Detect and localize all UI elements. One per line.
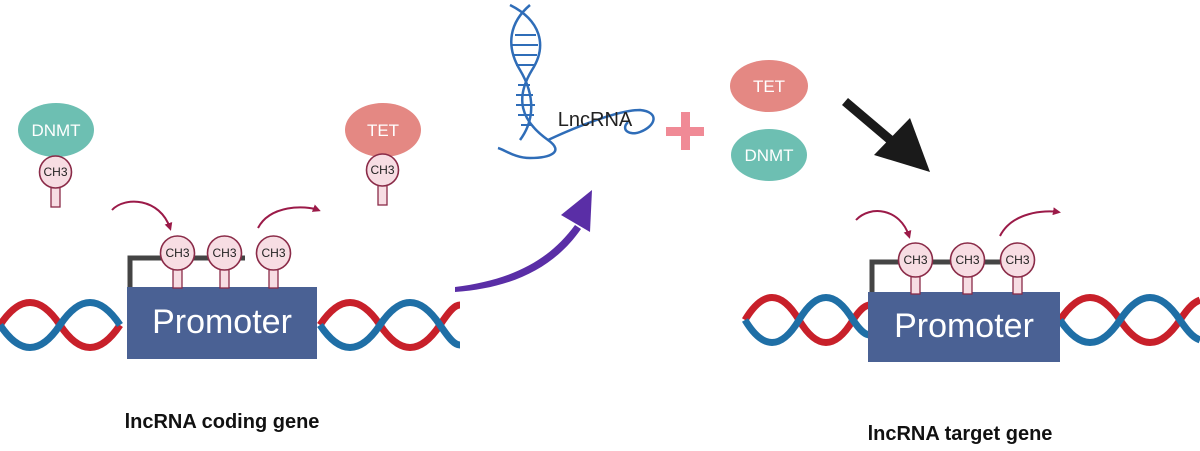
ch3-label: CH3 (370, 163, 394, 177)
tet-label: TET (367, 121, 399, 140)
right-ch3-tag-1: CH3 (897, 242, 934, 295)
tet-label: TET (753, 77, 785, 96)
middle-dnmt-enzyme: DNMT (731, 129, 807, 181)
ch3-label: CH3 (212, 246, 236, 260)
lncrna-molecule: LncRNA (497, 3, 655, 160)
caption-right: lncRNA target gene (868, 423, 1053, 445)
left-curved-arrow-in (111, 200, 173, 231)
left-dnmt-enzyme: DNMT (18, 103, 94, 157)
ch3-label: CH3 (165, 246, 189, 260)
black-arrow (842, 98, 930, 172)
left-tet-ch3: CH3 (365, 153, 400, 206)
middle-tet-enzyme: TET (730, 60, 808, 112)
right-ch3-tag-2: CH3 (949, 242, 986, 295)
left-ch3-tag-2: CH3 (206, 235, 243, 289)
promoter-label-left: Promoter (152, 303, 292, 341)
left-promoter-box: Promoter (127, 287, 317, 359)
dnmt-label: DNMT (744, 146, 793, 165)
dnmt-label: DNMT (31, 121, 80, 140)
right-dna-helix (741, 294, 1200, 346)
left-curved-arrow-out (257, 204, 321, 229)
ch3-label: CH3 (1005, 253, 1029, 267)
right-curved-arrow-in (855, 210, 912, 239)
right-ch3-tag-3: CH3 (999, 242, 1036, 295)
right-curved-arrow-out (999, 207, 1061, 237)
left-promoter-bracket (127, 255, 245, 288)
left-ch3-tag-1: CH3 (159, 235, 196, 289)
left-dnmt-ch3: CH3 (38, 155, 73, 208)
left-ch3-tag-3: CH3 (255, 235, 292, 289)
ch3-label: CH3 (261, 246, 285, 260)
caption-left: lncRNA coding gene (125, 411, 320, 433)
purple-arrow (455, 190, 592, 292)
ch3-label: CH3 (903, 253, 927, 267)
left-tet-enzyme: TET (345, 103, 421, 157)
ch3-label: CH3 (43, 165, 67, 179)
promoter-label-right: Promoter (894, 307, 1034, 345)
ch3-label: CH3 (955, 253, 979, 267)
left-dna-helix (0, 299, 461, 351)
lncrna-label: LncRNA (558, 109, 633, 131)
plus-icon (666, 112, 704, 150)
right-promoter-box: Promoter (868, 292, 1060, 362)
